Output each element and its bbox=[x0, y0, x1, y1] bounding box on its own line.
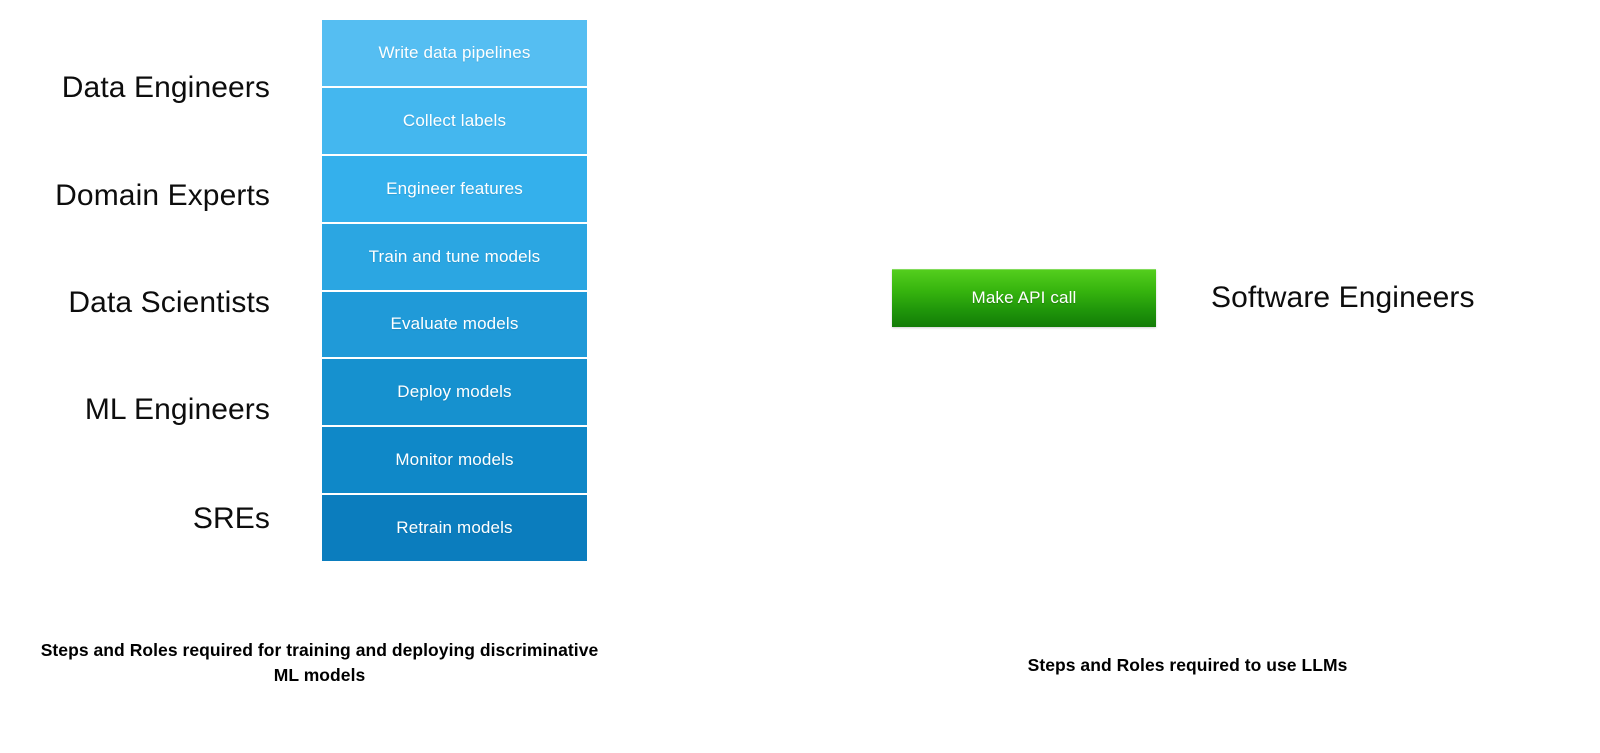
pipeline-step-block: Collect labels bbox=[322, 87, 587, 156]
pipeline-step-block: Write data pipelines bbox=[322, 20, 587, 88]
pipeline-step-block: Evaluate models bbox=[322, 291, 587, 360]
pipeline-step-block: Train and tune models bbox=[322, 223, 587, 292]
role-label: Data Engineers bbox=[61, 71, 270, 104]
pipeline-step-block: Deploy models bbox=[322, 359, 587, 428]
role-label: SREs bbox=[192, 502, 270, 535]
pipeline-step-block: Monitor models bbox=[322, 427, 587, 496]
role-label: Data Scientists bbox=[68, 286, 270, 319]
pipeline-step-block: Retrain models bbox=[322, 495, 587, 561]
pipeline-step-block: Engineer features bbox=[322, 155, 587, 224]
left-diagram-caption: Steps and Roles required for training an… bbox=[40, 640, 599, 685]
make-api-call-button[interactable]: Make API call bbox=[892, 269, 1156, 327]
role-label-software-engineers: Software Engineers bbox=[1211, 281, 1475, 314]
role-label: ML Engineers bbox=[84, 393, 270, 426]
right-diagram-caption: Steps and Roles required to use LLMs bbox=[1027, 655, 1348, 675]
role-label: Domain Experts bbox=[55, 179, 270, 212]
